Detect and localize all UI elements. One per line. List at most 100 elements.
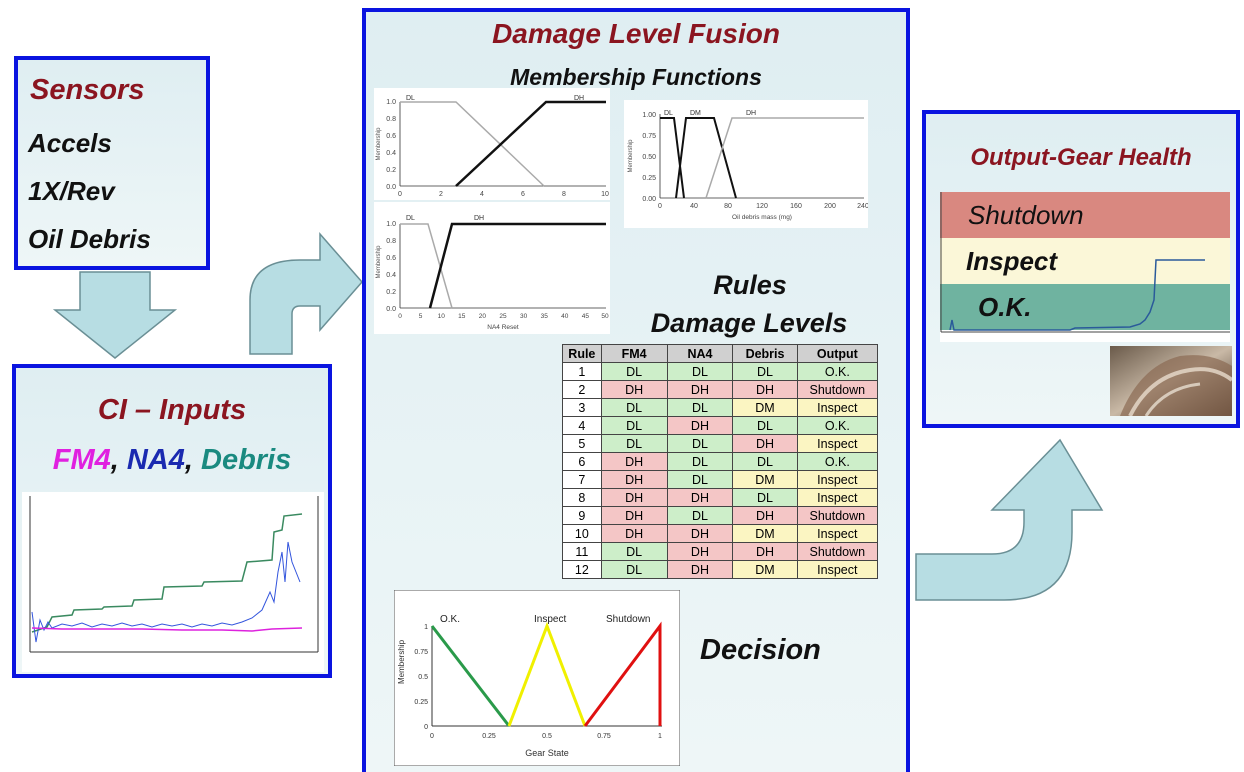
na4-trend-line — [31, 541, 301, 643]
cell: O.K. — [796, 362, 879, 381]
decision-chart: Membership 0 0.25 0.5 0.75 1 0 0.25 0.5 … — [394, 590, 680, 766]
fm4-membership-chart: Membership 0.0 0.2 0.4 0.6 0.8 1.0 0 2 4… — [374, 88, 610, 200]
cell: DL — [666, 470, 734, 489]
debris-label-dh: DH — [746, 110, 756, 117]
decision-xtick-4: 1 — [658, 733, 662, 740]
na4-ytick-5: 1.0 — [386, 221, 396, 228]
fm4-ylabel: Membership — [376, 127, 382, 161]
down-arrow-icon — [52, 271, 178, 359]
cell: DL — [732, 452, 798, 471]
cell: 4 — [562, 416, 602, 435]
na4-xtick-2: 10 — [438, 313, 446, 320]
debris-xtick-1: 40 — [690, 203, 698, 210]
na4-y-ticks: 0.0 0.2 0.4 0.6 0.8 1.0 — [386, 221, 396, 313]
cell: DM — [732, 398, 798, 417]
debris-label-dl: DL — [664, 110, 673, 117]
debris-xtick-5: 200 — [824, 203, 836, 210]
output-title: Output-Gear Health — [970, 144, 1192, 171]
na4-xtick-8: 40 — [561, 313, 569, 320]
col-output: Output — [796, 344, 879, 363]
cell: DL — [666, 452, 734, 471]
na4-label-dh: DH — [474, 215, 484, 222]
cell: DL — [600, 362, 668, 381]
cell: DH — [600, 470, 668, 489]
fm4-label-dh: DH — [574, 95, 584, 102]
fm4-ytick-1: 0.2 — [386, 167, 396, 174]
na4-xtick-10: 50 — [601, 313, 609, 320]
debris-membership-chart: Membership 0.00 0.25 0.50 0.75 1.00 0 40… — [624, 100, 868, 228]
sensor-oil-debris: Oil Debris — [28, 224, 151, 254]
na4-xtick-0: 0 — [398, 313, 402, 320]
decision-shutdown-curve — [583, 621, 662, 727]
col-na4: NA4 — [666, 344, 734, 363]
na4-dh-curve — [428, 222, 606, 309]
na4-xtick-9: 45 — [582, 313, 590, 320]
fm4-x-ticks: 0 2 4 6 8 10 — [398, 191, 609, 198]
cell: Shutdown — [796, 506, 879, 525]
cell: DL — [732, 416, 798, 435]
debris-y-ticks: 0.00 0.25 0.50 0.75 1.00 — [642, 112, 656, 203]
debris-ytick-2: 0.50 — [642, 154, 656, 161]
band-label-inspect: Inspect — [966, 246, 1058, 276]
cell: DL — [600, 416, 668, 435]
decision-inspect-curve — [507, 621, 587, 727]
curved-arrow-right-icon — [915, 438, 1104, 601]
health-trend — [940, 192, 1230, 333]
debris-xtick-2: 80 — [724, 203, 732, 210]
cell: DL — [666, 506, 734, 525]
debris-ytick-4: 1.00 — [642, 112, 656, 119]
decision-y-ticks: 0 0.25 0.5 0.75 1 — [414, 624, 428, 731]
cell: Inspect — [796, 488, 879, 507]
cell: DH — [666, 380, 734, 399]
ci-inputs-legend: FM4, NA4, Debris — [16, 444, 328, 477]
fm4-xtick-4: 8 — [562, 191, 566, 198]
output-health-chart: Shutdown Inspect O.K. — [940, 192, 1230, 342]
decision-label-inspect: Inspect — [534, 614, 566, 625]
rules-table-header: Rule FM4 NA4 Debris Output — [562, 344, 879, 363]
cell: DH — [666, 524, 734, 543]
band-inspect — [940, 238, 1230, 284]
cell: 10 — [562, 524, 602, 543]
fm4-ytick-3: 0.6 — [386, 133, 396, 140]
decision-label-shutdown: Shutdown — [606, 614, 650, 625]
band-label-ok: O.K. — [978, 292, 1032, 322]
cell: Shutdown — [796, 542, 879, 561]
decision-ylabel: Membership — [397, 639, 406, 684]
fm4-dh-curve — [455, 100, 606, 187]
fm4-ytick-4: 0.8 — [386, 116, 396, 123]
debris-dm-curve — [675, 117, 737, 199]
na4-xtick-7: 35 — [541, 313, 549, 320]
cell: Shutdown — [796, 380, 879, 399]
cell: DL — [600, 434, 668, 453]
cell: 5 — [562, 434, 602, 453]
cell: Inspect — [796, 434, 879, 453]
debris-label: Debris — [201, 444, 292, 476]
cell: 11 — [562, 542, 602, 561]
na4-xtick-1: 5 — [419, 313, 423, 320]
cell: 3 — [562, 398, 602, 417]
na4-dl-curve — [400, 223, 453, 309]
fm4-trend-line — [31, 627, 303, 632]
cell: DH — [600, 452, 668, 471]
fm4-xtick-5: 10 — [601, 191, 609, 198]
fusion-title: Damage Level Fusion — [492, 18, 780, 49]
debris-x-ticks: 0 40 80 120 160 200 240 — [658, 203, 868, 210]
decision-ytick-1: 0.25 — [414, 699, 428, 706]
cell: DL — [666, 362, 734, 381]
cell: Inspect — [796, 470, 879, 489]
na4-ytick-0: 0.0 — [386, 306, 396, 313]
decision-ytick-4: 1 — [424, 624, 428, 631]
cell: DL — [666, 398, 734, 417]
band-ok — [940, 284, 1230, 330]
cell: DL — [666, 434, 734, 453]
fm4-xtick-2: 4 — [480, 191, 484, 198]
cell: DL — [600, 560, 668, 579]
cell: DM — [732, 524, 798, 543]
cell: 9 — [562, 506, 602, 525]
